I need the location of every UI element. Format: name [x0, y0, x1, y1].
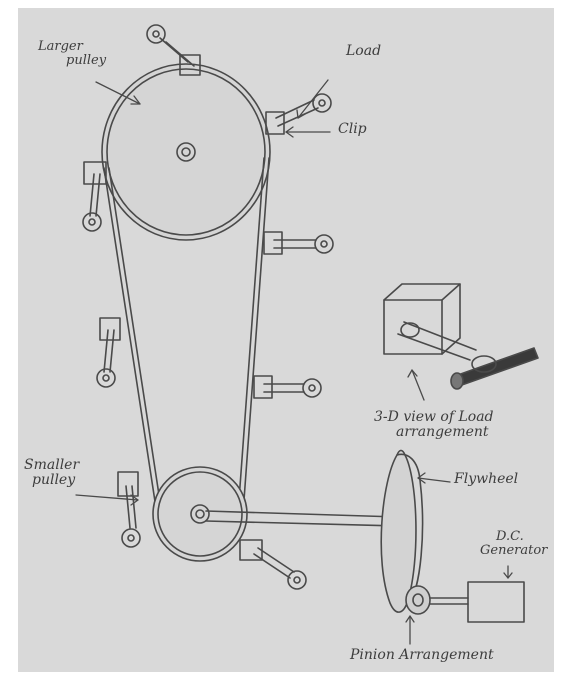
view-3d-label-line2: arrangement	[396, 423, 489, 440]
load-bottom-left	[117, 471, 141, 548]
annotation-arrows	[75, 79, 513, 645]
larger-pulley-label-line1: Larger	[38, 39, 83, 54]
larger-pulley-label-line2: pulley	[66, 52, 107, 68]
dc-generator-label-line2: Generator	[480, 542, 548, 558]
load-3d-view	[383, 283, 539, 390]
belt	[103, 157, 270, 509]
clip-label: Clip	[338, 121, 367, 137]
smaller-pulley-label: Smaller pulley	[24, 458, 79, 487]
dc-generator-label-line1: D.C.	[496, 529, 524, 544]
dc-generator-box	[467, 581, 525, 623]
load-right-middle	[263, 231, 334, 255]
pinion-arrangement-label: Pinion Arrangement	[350, 647, 494, 663]
flywheel-label: Flywheel	[454, 471, 519, 487]
smaller-pulley-label-line1: Smaller	[24, 457, 80, 473]
load-top	[146, 24, 201, 76]
pinion	[405, 585, 469, 615]
larger-pulley-label: Larger pulley	[38, 40, 106, 67]
load-bottom-right	[239, 539, 307, 590]
load-right-lower	[253, 375, 322, 399]
larger-pulley	[101, 63, 271, 241]
load-upper-right	[265, 93, 332, 135]
main-shaft	[205, 510, 399, 527]
view-3d-label-line1: 3-D view of Load	[374, 409, 494, 425]
view-3d-label: 3-D view of Load arrangement	[374, 410, 494, 439]
smaller-pulley-label-line2: pulley	[32, 471, 76, 488]
load-left-lower	[96, 317, 121, 388]
load-label: Load	[346, 43, 382, 59]
smaller-pulley	[152, 466, 248, 562]
load-left-upper	[82, 161, 107, 232]
paper-background	[18, 8, 554, 672]
dc-generator-label: D.C. Generator	[480, 530, 547, 557]
